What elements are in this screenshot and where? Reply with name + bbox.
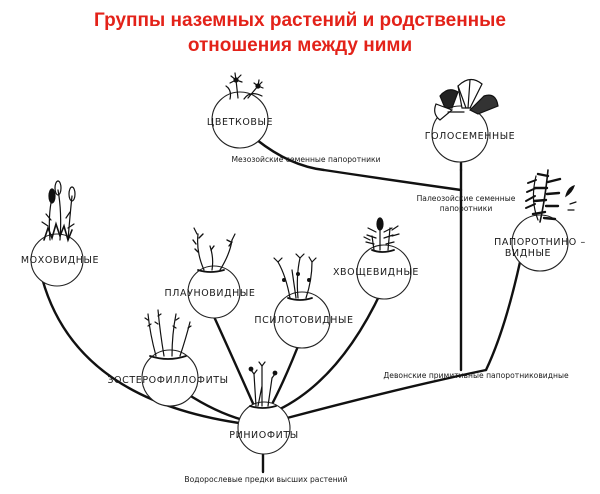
node-circle-rhyniophytes	[237, 401, 291, 455]
branch-devonian-ferns	[285, 368, 488, 420]
label-mosses: МОХОВИДНЫЕ	[21, 255, 99, 266]
label-lycopods: ПЛАУНОВИДНЫЕ	[165, 288, 256, 299]
node-circle-flowering	[211, 91, 269, 149]
node-circle-gymnosperms	[431, 105, 489, 163]
label-gymnosperms: ГОЛОСЕМЕННЫЕ	[425, 131, 516, 142]
annotation-devonian: Девонские примитивные папоротниковидные	[383, 371, 569, 380]
node-circle-zosterophylls	[141, 349, 199, 407]
node-circle-mosses	[30, 233, 84, 287]
branch-ferns	[484, 260, 522, 372]
moss-plant-icon	[41, 180, 76, 243]
node-circle-psilotes	[273, 291, 331, 349]
rhyniophyte-plant-icon	[248, 361, 278, 409]
branch-lycopods	[209, 308, 257, 410]
label-rhyniophytes: РИНИОФИТЫ	[229, 430, 298, 441]
zosterophyll-plant-icon	[144, 309, 192, 360]
label-ferns-line1: ПАПОРОТНИНО –	[494, 237, 586, 248]
fern-plant-icon	[525, 169, 577, 223]
annotation-paleozoic-line1: Палеозойские семенные	[417, 194, 516, 203]
label-zosterophylls: ЗОСТЕРОФИЛЛОФИТЫ	[107, 375, 228, 386]
node-circle-ferns	[511, 214, 569, 272]
label-ferns-line2: ВИДНЫЕ	[505, 248, 551, 259]
label-flowering: ЦВЕТКОВЫЕ	[207, 117, 273, 128]
annotation-algal-ancestors: Водорослевые предки высших растений	[184, 475, 347, 484]
psilote-plant-icon	[273, 253, 317, 301]
annotation-paleozoic-line2: папоротники	[440, 204, 493, 213]
gymnosperm-plant-icon	[434, 78, 499, 121]
diagram-title-line-1: Группы наземных растений и родственные	[94, 10, 506, 31]
branch-horsetails	[276, 288, 384, 412]
node-circle-lycopods	[187, 265, 241, 319]
diagram-title-line-2: отношения между ними	[187, 35, 413, 56]
lycopod-plant-icon	[192, 227, 236, 273]
branch-zosterophylls	[184, 391, 245, 422]
label-psilotes: ПСИЛОТОВИДНЫЕ	[254, 315, 353, 326]
horsetail-plant-icon	[363, 217, 400, 253]
annotation-mesozoic: Мезозойские семенные папоротники	[231, 155, 380, 164]
branch-flowering	[255, 138, 463, 192]
node-circle-horsetails	[356, 244, 412, 300]
label-horsetails: ХВОЩЕВИДНЫЕ	[333, 267, 419, 278]
flowering-plant-icon	[225, 72, 264, 100]
branch-mosses	[38, 268, 248, 426]
